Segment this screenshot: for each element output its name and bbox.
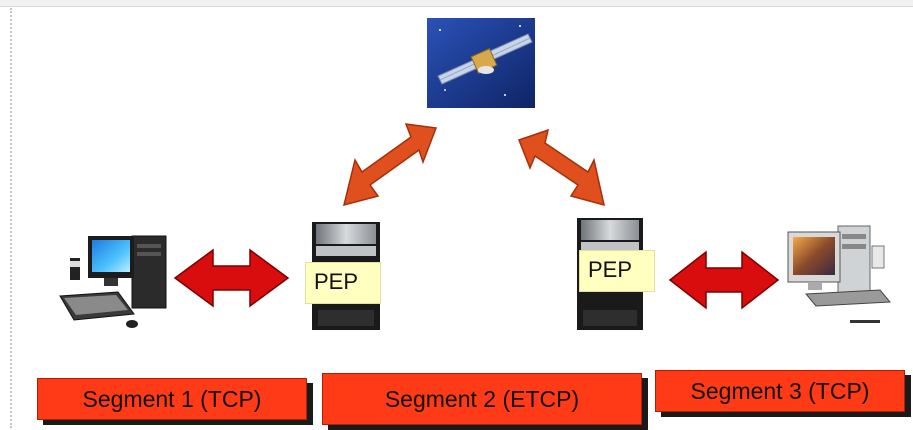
satellite-link-left-arrow [342, 123, 438, 207]
multimedia-computer-icon [787, 225, 892, 323]
segment1-link-arrow [173, 248, 290, 308]
top-border [0, 0, 913, 7]
pep-label-right: PEP [579, 250, 655, 292]
satellite-link-right-arrow [518, 128, 606, 207]
left-dotted-rule [10, 8, 12, 428]
segment-3-box: Segment 3 (TCP) [655, 370, 905, 412]
pep-label-left: PEP [305, 262, 381, 304]
desktop-computer-icon [59, 235, 167, 328]
segment-1-box: Segment 1 (TCP) [37, 378, 307, 420]
satellite-icon [427, 18, 535, 108]
segment3-link-arrow [668, 250, 780, 310]
segment-2-box: Segment 2 (ETCP) [322, 373, 642, 425]
